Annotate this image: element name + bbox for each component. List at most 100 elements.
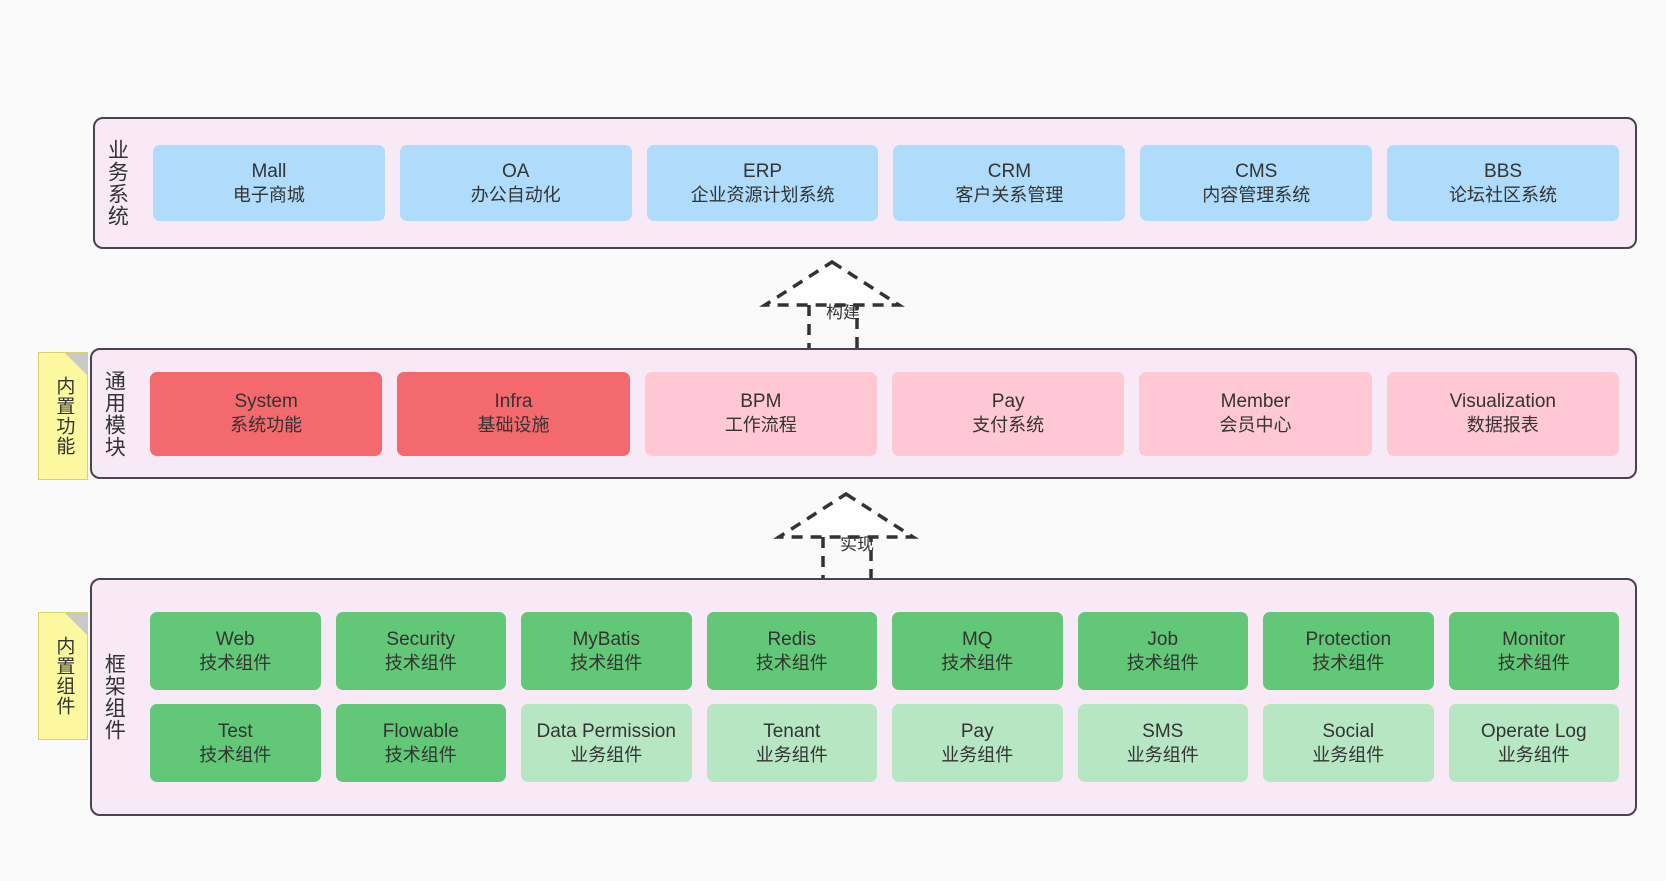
card-subtitle: 技术组件 (1126, 652, 1199, 673)
card-subtitle: 技术组件 (941, 652, 1014, 673)
layer-body-framework-component: Web 技术组件 Security 技术组件 MyBatis 技术组件 Redi… (134, 580, 1635, 814)
card-bpm[interactable]: BPM 工作流程 (644, 371, 877, 456)
card-mq[interactable]: MQ 技术组件 (892, 612, 1063, 690)
card-title: Protection (1305, 628, 1392, 650)
card-subtitle: 业务组件 (1312, 744, 1385, 765)
card-redis[interactable]: Redis 技术组件 (706, 612, 877, 690)
card-title: CRM (987, 160, 1032, 182)
card-subtitle: 技术组件 (384, 744, 457, 765)
card-subtitle: 企业资源计划系统 (690, 184, 835, 205)
card-bbs[interactable]: BBS 论坛社区系统 (1387, 145, 1619, 221)
card-visualization[interactable]: Visualization 数据报表 (1386, 371, 1619, 456)
card-subtitle: 基础设施 (477, 415, 550, 436)
card-subtitle: 工作流程 (724, 415, 797, 436)
card-row: System 系统功能 Infra 基础设施 BPM 工作流程 Pay 支付系统… (150, 371, 1619, 456)
card-title: System (234, 391, 298, 413)
card-title: Web (215, 628, 255, 650)
card-erp[interactable]: ERP 企业资源计划系统 (646, 145, 879, 221)
card-pay[interactable]: Pay 支付系统 (891, 371, 1125, 456)
card-title: Mall (251, 160, 287, 182)
layer-framework-component: 框架组件 Web 技术组件 Security 技术组件 MyBatis 技术组件… (90, 578, 1637, 816)
card-subtitle: 技术组件 (199, 652, 272, 673)
layer-label-business-system: 业务系统 (105, 139, 129, 227)
card-crm[interactable]: CRM 客户关系管理 (893, 145, 1126, 221)
card-subtitle: 数据报表 (1466, 415, 1539, 436)
card-mall[interactable]: Mall 电子商城 (153, 145, 385, 221)
card-data-permission[interactable]: Data Permission 业务组件 (521, 704, 692, 782)
folded-corner-icon (65, 353, 87, 375)
card-title: BBS (1484, 160, 1523, 182)
card-title: Monitor (1502, 628, 1566, 650)
card-oa[interactable]: OA 办公自动化 (399, 145, 632, 221)
card-row: Test 技术组件 Flowable 技术组件 Data Permission … (150, 704, 1619, 782)
card-subtitle: 系统功能 (230, 415, 303, 436)
card-subtitle: 技术组件 (199, 744, 272, 765)
layer-label-common-module: 通用模块 (102, 369, 126, 458)
layer-body-common-module: System 系统功能 Infra 基础设施 BPM 工作流程 Pay 支付系统… (134, 350, 1635, 477)
card-infra[interactable]: Infra 基础设施 (397, 371, 630, 456)
card-subtitle: 支付系统 (972, 415, 1045, 436)
card-title: SMS (1142, 720, 1184, 742)
card-title: Pay (991, 391, 1025, 413)
layer-label-framework-component: 框架组件 (102, 653, 126, 741)
card-title: Test (217, 720, 253, 742)
card-title: Job (1147, 628, 1179, 650)
card-title: CMS (1235, 160, 1278, 182)
card-monitor[interactable]: Monitor 技术组件 (1448, 612, 1619, 690)
card-title: MQ (961, 628, 993, 650)
card-subtitle: 技术组件 (755, 652, 828, 673)
connector-label-build: 构建 (826, 303, 860, 322)
card-security[interactable]: Security 技术组件 (335, 612, 506, 690)
card-subtitle: 技术组件 (384, 652, 457, 673)
card-subtitle: 业务组件 (755, 744, 828, 765)
card-protection[interactable]: Protection 技术组件 (1263, 612, 1434, 690)
card-pay-business[interactable]: Pay 业务组件 (892, 704, 1063, 782)
card-system[interactable]: System 系统功能 (150, 371, 383, 456)
card-title: Flowable (382, 720, 459, 742)
sticky-note-label: 内置组件 (53, 636, 75, 716)
card-cms[interactable]: CMS 内容管理系统 (1140, 145, 1373, 221)
sticky-note-label: 内置功能 (53, 376, 75, 456)
card-row: Mall 电子商城 OA 办公自动化 ERP 企业资源计划系统 CRM 客户关系… (153, 145, 1619, 221)
card-title: Infra (494, 391, 533, 413)
card-test[interactable]: Test 技术组件 (150, 704, 321, 782)
card-flowable[interactable]: Flowable 技术组件 (335, 704, 506, 782)
card-subtitle: 业务组件 (570, 744, 643, 765)
card-tenant[interactable]: Tenant 业务组件 (706, 704, 877, 782)
card-operate-log[interactable]: Operate Log 业务组件 (1448, 704, 1619, 782)
card-subtitle: 技术组件 (1497, 652, 1570, 673)
card-title: Operate Log (1480, 720, 1587, 742)
build-arrow-icon (759, 259, 905, 352)
card-subtitle: 业务组件 (1497, 744, 1570, 765)
card-title: MyBatis (572, 628, 641, 650)
layer-body-business-system: Mall 电子商城 OA 办公自动化 ERP 企业资源计划系统 CRM 客户关系… (137, 119, 1635, 247)
card-subtitle: 技术组件 (1312, 652, 1385, 673)
card-title: Pay (960, 720, 994, 742)
card-social[interactable]: Social 业务组件 (1263, 704, 1434, 782)
card-title: Data Permission (536, 720, 676, 742)
card-member[interactable]: Member 会员中心 (1139, 371, 1372, 456)
card-subtitle: 业务组件 (941, 744, 1014, 765)
card-title: Security (386, 628, 456, 650)
card-title: OA (502, 160, 530, 182)
implement-arrow-icon (773, 491, 919, 584)
card-subtitle: 内容管理系统 (1202, 184, 1311, 205)
card-subtitle: 业务组件 (1126, 744, 1199, 765)
card-job[interactable]: Job 技术组件 (1077, 612, 1248, 690)
layer-business-system: 业务系统 Mall 电子商城 OA 办公自动化 ERP 企业资源计划系统 CRM… (93, 117, 1637, 249)
connector-build: 构建 (757, 258, 927, 354)
connector-implement: 实现 (771, 490, 941, 586)
card-sms[interactable]: SMS 业务组件 (1077, 704, 1248, 782)
card-title: Member (1220, 391, 1291, 413)
card-subtitle: 客户关系管理 (955, 184, 1064, 205)
card-mybatis[interactable]: MyBatis 技术组件 (521, 612, 692, 690)
card-web[interactable]: Web 技术组件 (150, 612, 321, 690)
card-title: Tenant (763, 720, 821, 742)
card-title: ERP (743, 160, 783, 182)
sticky-note-builtin-function: 内置功能 (38, 352, 88, 480)
card-subtitle: 论坛社区系统 (1449, 184, 1558, 205)
card-title: BPM (740, 391, 782, 413)
card-title: Visualization (1449, 391, 1556, 413)
card-subtitle: 办公自动化 (470, 184, 561, 205)
